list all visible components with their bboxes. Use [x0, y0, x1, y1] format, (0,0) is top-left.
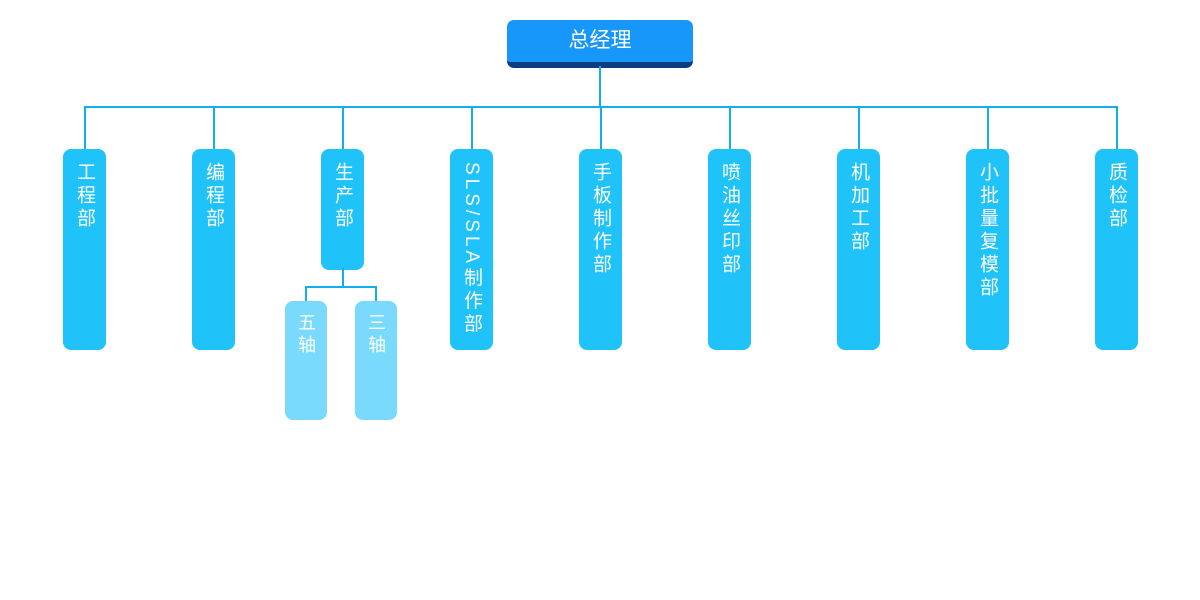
node-programming: 编程部	[192, 149, 235, 350]
node-prototype-making: 手板制作部	[579, 149, 622, 350]
connector-drop	[471, 106, 473, 150]
node-spray-silkscreen: 喷油丝印部	[708, 149, 751, 350]
connector-root-drop	[599, 66, 601, 106]
node-sls-sla-fabrication: SLS/SLA制作部	[450, 149, 493, 350]
node-label: 三轴	[366, 313, 386, 357]
node-label: 机加工部	[848, 162, 869, 254]
node-label: 小批量复模部	[977, 162, 998, 300]
node-label: 手板制作部	[590, 162, 611, 277]
connector-drop	[342, 106, 344, 150]
connector-drop	[84, 106, 86, 150]
node-label: 生产部	[332, 162, 353, 231]
node-label: 总经理	[568, 29, 632, 52]
node-label: 编程部	[203, 162, 224, 231]
connector-children-horizontal	[305, 286, 377, 288]
connector-drop	[1116, 106, 1118, 150]
connector-production-drop	[342, 268, 344, 288]
node-production: 生产部	[321, 149, 364, 270]
node-small-batch-molding: 小批量复模部	[966, 149, 1009, 350]
connector-drop	[858, 106, 860, 150]
connector-child-drop	[305, 286, 307, 302]
node-label: 质检部	[1106, 162, 1127, 231]
node-label: 喷油丝印部	[719, 162, 740, 277]
connector-drop	[729, 106, 731, 150]
connector-drop	[600, 106, 602, 150]
node-label: SLS/SLA制作部	[461, 162, 482, 337]
node-five-axis: 五轴	[285, 301, 327, 420]
connector-drop	[987, 106, 989, 150]
connector-child-drop	[375, 286, 377, 302]
node-engineering: 工程部	[63, 149, 106, 350]
node-quality-inspection: 质检部	[1095, 149, 1138, 350]
node-three-axis: 三轴	[355, 301, 397, 420]
node-general-manager: 总经理	[507, 20, 693, 68]
node-label: 五轴	[296, 313, 316, 357]
node-label: 工程部	[74, 162, 95, 231]
node-machining: 机加工部	[837, 149, 880, 350]
connector-drop	[213, 106, 215, 150]
